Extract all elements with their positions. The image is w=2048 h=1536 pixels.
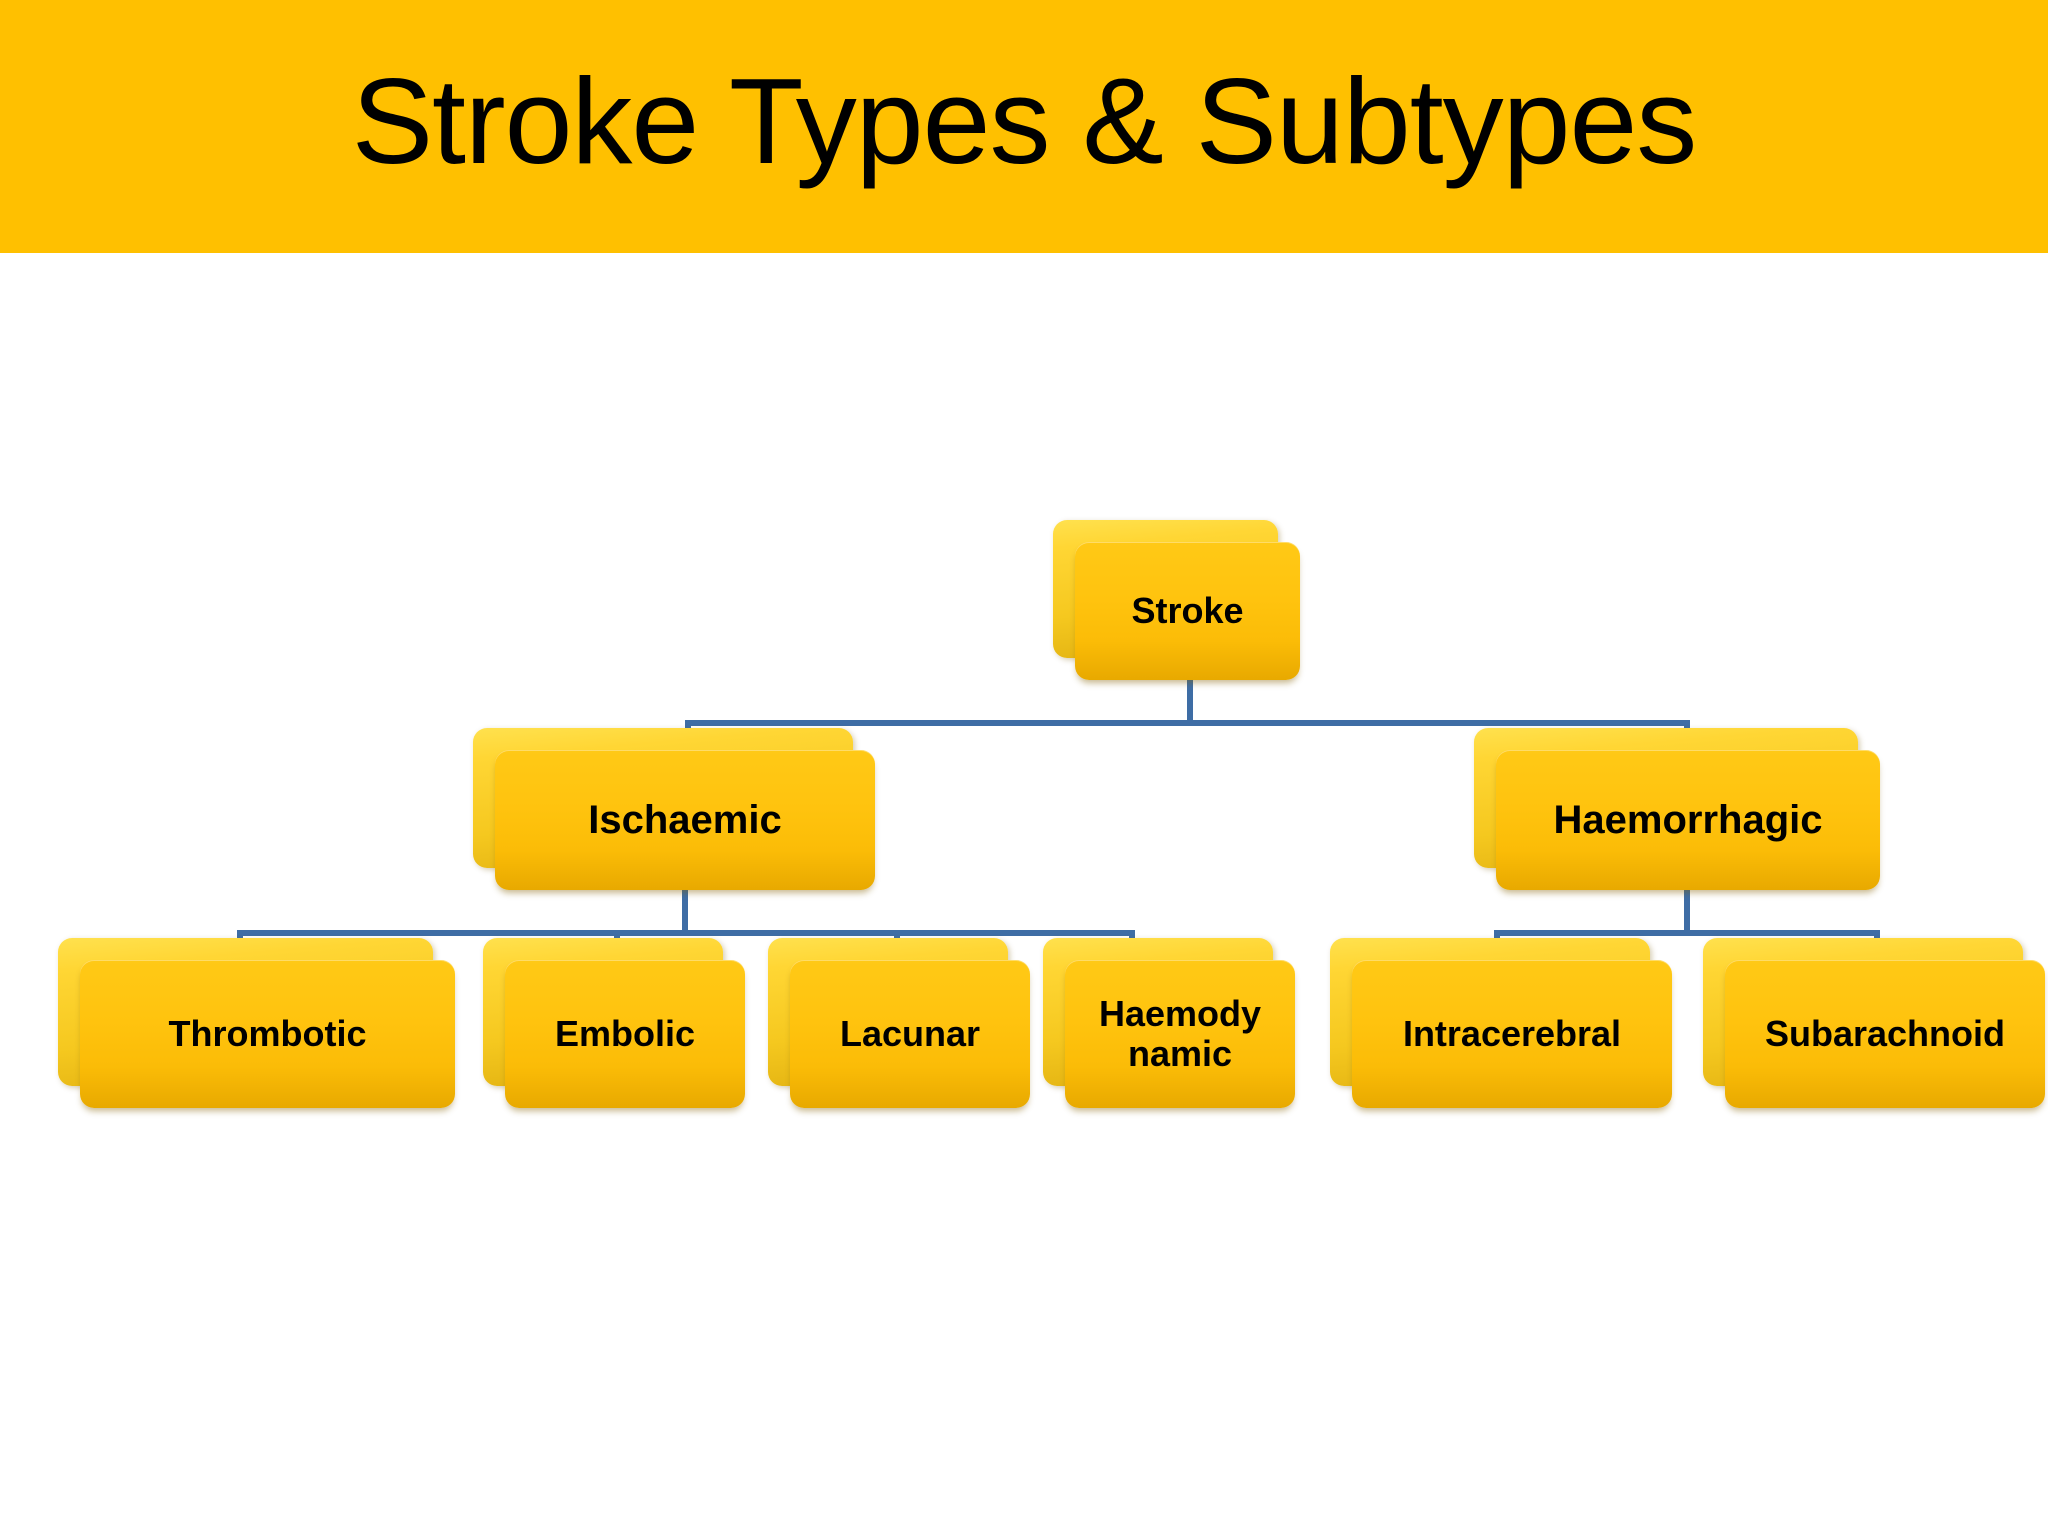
- node-label-embolic: Embolic: [554, 1012, 696, 1054]
- node-subarachnoid[interactable]: Subarachnoid: [1703, 938, 2045, 1108]
- node-stroke[interactable]: Stroke: [1053, 520, 1300, 680]
- node-haemorrhagic[interactable]: Haemorrhagic: [1474, 728, 1880, 890]
- node-embolic[interactable]: Embolic: [483, 938, 745, 1108]
- node-label-haemorrhagic: Haemorrhagic: [1553, 797, 1823, 842]
- node-lacunar[interactable]: Lacunar: [768, 938, 1030, 1108]
- page-title: Stroke Types & Subtypes: [351, 52, 1698, 189]
- node-label-lacunar: Lacunar: [839, 1012, 981, 1054]
- connector-ischaemic-stem: [682, 890, 688, 935]
- node-label-haemodynamic: Haemody namic: [1098, 992, 1262, 1075]
- node-label-subarachnoid: Subarachnoid: [1764, 1012, 2006, 1054]
- connector-haemorrhagic-stem: [1684, 890, 1690, 935]
- node-label-thrombotic: Thrombotic: [168, 1012, 367, 1054]
- node-face: Embolic: [505, 960, 745, 1108]
- connector-level2-bus: [685, 720, 1690, 726]
- node-face: Lacunar: [790, 960, 1030, 1108]
- node-intracerebral[interactable]: Intracerebral: [1330, 938, 1672, 1108]
- node-face: Stroke: [1075, 542, 1300, 680]
- node-face: Subarachnoid: [1725, 960, 2045, 1108]
- node-label-intracerebral: Intracerebral: [1402, 1012, 1622, 1054]
- node-thrombotic[interactable]: Thrombotic: [58, 938, 455, 1108]
- connector-level3-bus-haemorrhagic: [1494, 930, 1880, 936]
- node-face: Intracerebral: [1352, 960, 1672, 1108]
- node-face: Haemorrhagic: [1496, 750, 1880, 890]
- org-chart: Stroke Ischaemic Haemorrhagic Thrombotic…: [0, 253, 2048, 1536]
- connector-stroke-stem: [1187, 680, 1193, 725]
- node-face: Haemody namic: [1065, 960, 1295, 1108]
- title-banner: Stroke Types & Subtypes: [0, 0, 2048, 253]
- node-face: Ischaemic: [495, 750, 875, 890]
- node-label-haemodynamic-line1: Haemody: [1098, 992, 1262, 1034]
- node-ischaemic[interactable]: Ischaemic: [473, 728, 875, 890]
- node-label-stroke: Stroke: [1131, 589, 1244, 631]
- node-label-haemodynamic-line2: namic: [1127, 1033, 1233, 1074]
- node-haemodynamic[interactable]: Haemody namic: [1043, 938, 1295, 1108]
- node-face: Thrombotic: [80, 960, 455, 1108]
- node-label-ischaemic: Ischaemic: [588, 797, 782, 842]
- connector-level3-bus-ischaemic: [237, 930, 1135, 936]
